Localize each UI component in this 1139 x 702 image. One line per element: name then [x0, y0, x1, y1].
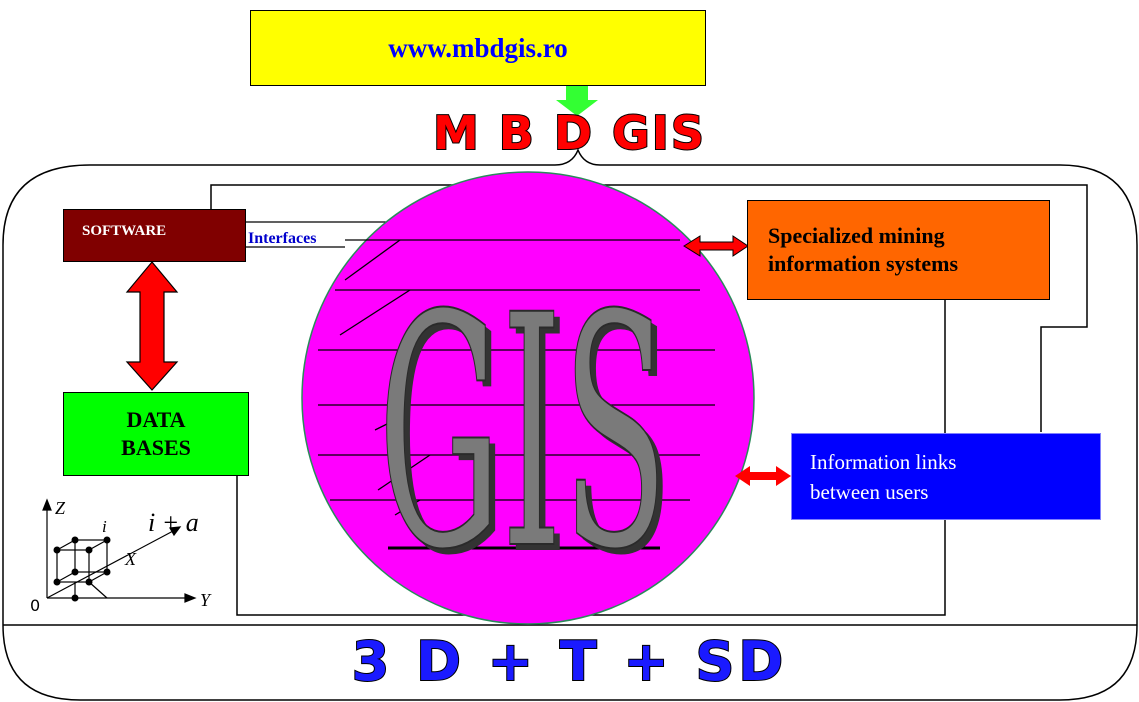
- title-banner: M B D GIS: [432, 106, 707, 160]
- axis-y-label: Y: [200, 590, 211, 610]
- software-label: SOFTWARE: [82, 223, 167, 239]
- links-label-line2: between users: [810, 479, 929, 504]
- mining-label-line2: information systems: [768, 251, 959, 276]
- coordinate-points: [53, 536, 111, 602]
- interfaces-label: Interfaces: [248, 230, 317, 247]
- outer-frame: [2, 147, 1138, 701]
- information-links-box: Information links between users: [791, 433, 1101, 520]
- axis-origin-label: 0: [30, 596, 41, 615]
- databases-label-line1: DATA: [126, 407, 186, 432]
- gis-letters-face: GIS: [378, 248, 668, 620]
- gis-circle: [301, 171, 755, 625]
- url-box[interactable]: www.mbdgis.ro: [250, 10, 706, 86]
- gis-letters: GIS GIS: [377, 247, 674, 626]
- axis-x-label: X: [125, 549, 136, 569]
- mining-systems-box: Specialized mining information systems: [747, 200, 1050, 300]
- links-label-line1: Information links: [810, 449, 957, 474]
- databases-label-line2: BASES: [121, 435, 191, 460]
- axis-z-label: Z: [55, 498, 66, 518]
- point-i-label: i: [102, 517, 107, 536]
- double-arrow-vertical: [125, 261, 179, 391]
- gis-letters-shadow: GIS: [384, 254, 674, 626]
- mining-label-line1: Specialized mining: [768, 223, 945, 248]
- url-text[interactable]: www.mbdgis.ro: [388, 32, 568, 63]
- hatch-lines: [318, 239, 715, 550]
- software-box: SOFTWARE: [63, 209, 246, 262]
- connector-line: [210, 184, 1088, 432]
- double-arrow-links: [735, 466, 791, 486]
- formula-banner: 3 D + T + SD: [351, 630, 788, 693]
- point-ia-label: i + a: [148, 508, 199, 537]
- databases-box: DATA BASES: [63, 392, 249, 476]
- down-arrow: [556, 86, 598, 116]
